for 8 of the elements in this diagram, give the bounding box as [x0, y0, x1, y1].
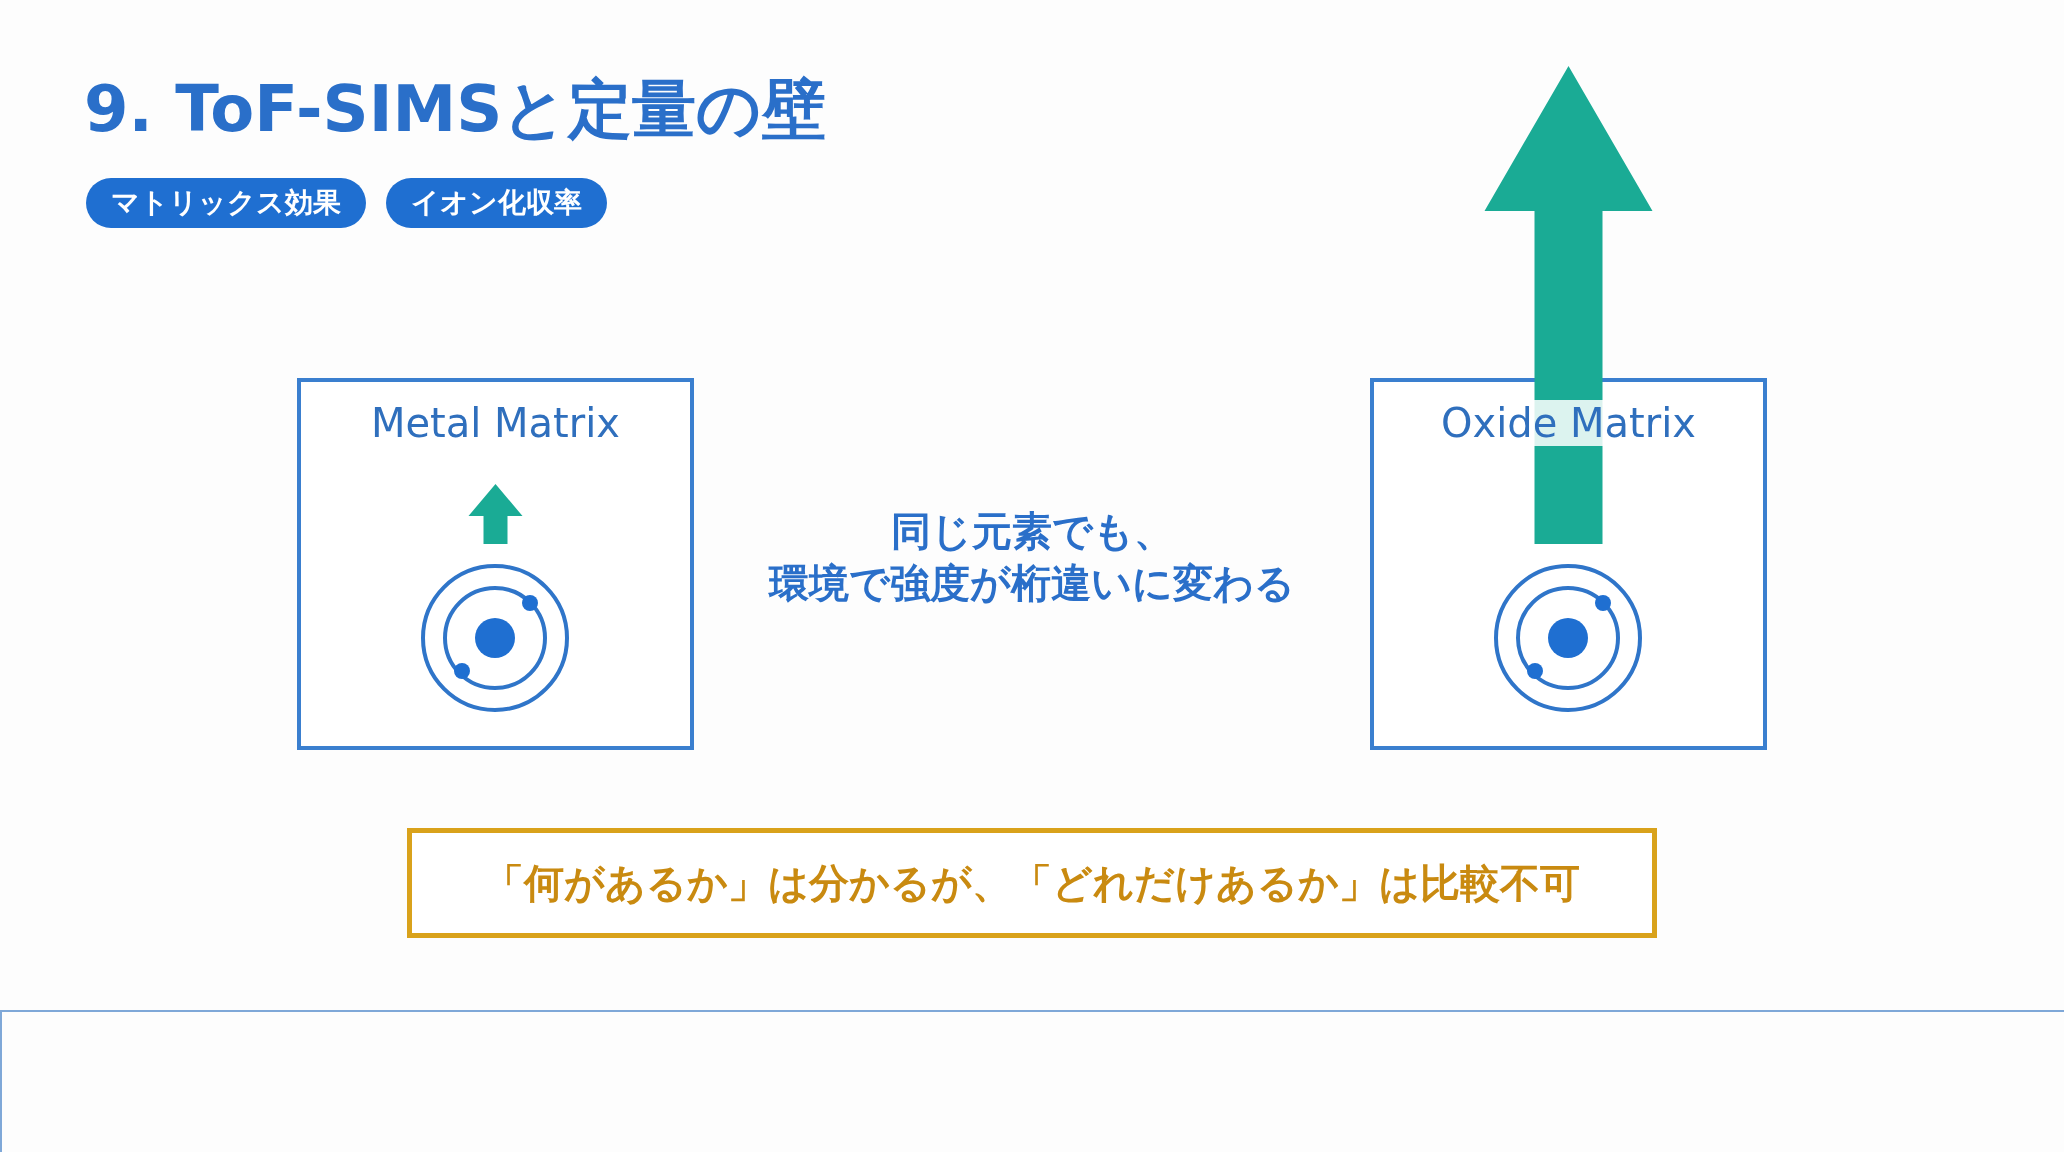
note-box	[407, 828, 1657, 938]
matrix-box	[1370, 378, 1767, 750]
title: 9. ToF-SIMSと定量の壁	[84, 71, 827, 148]
keyword-tag: マトリックス効果	[86, 178, 366, 228]
matrix-box	[297, 378, 694, 750]
note-text: 「何があるか」は分かるが、「どれだけあるか」は比較不可	[484, 858, 1580, 908]
caption-text: 同じ元素でも、環境で強度が桁違いに変わる	[767, 507, 1296, 608]
keyword-tag: イオン化収率	[386, 178, 607, 228]
